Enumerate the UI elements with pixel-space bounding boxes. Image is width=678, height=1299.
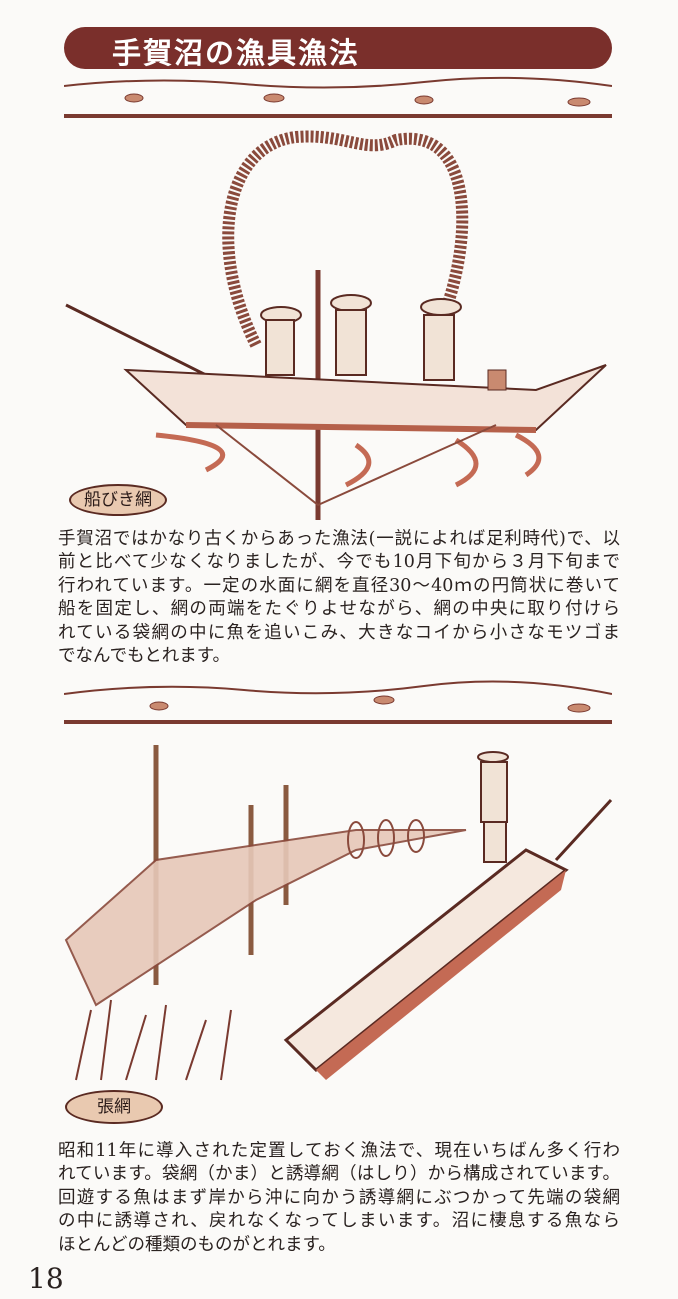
illustration-set-net (64, 745, 613, 1081)
title-banner: 手賀沼の漁具漁法 (64, 27, 612, 70)
section2-paragraph: 昭和11年に導入された定置しておく漁法で、現在いちばん多く行わ れています。袋網… (58, 1140, 620, 1257)
text-line: 行われています。一定の水面に網を直径30〜40ｍの円筒状に巻いて (58, 575, 620, 596)
text-line: 手賀沼ではかなり古くからあった漁法(一説によれば足利時代)で、以 (58, 529, 620, 549)
text-line: ほとんどの種類のものがとれます。 (58, 1234, 336, 1255)
text-line: の中に誘導され、戻れなくなってしまいます。沼に棲息する魚なら (58, 1211, 620, 1232)
text-line: れています。袋網（かま）と誘導網（はしり）から構成されています。 (58, 1164, 620, 1185)
page-number: 18 (28, 1262, 64, 1295)
shore-band-middle (64, 680, 612, 724)
section1-paragraph: 手賀沼ではかなり古くからあった漁法(一説によれば足利時代)で、以 前と比べて少な… (58, 528, 620, 668)
label-funabiki-ami: 船びき網 (69, 484, 167, 516)
text-line: 船を固定し、網の両端をたぐりよせながら、網の中央に取り付けら (58, 599, 620, 620)
page-title: 手賀沼の漁具漁法 (112, 36, 361, 70)
text-line: 昭和11年に導入された定置しておく漁法で、現在いちばん多く行わ (58, 1141, 620, 1161)
shore-band-top (64, 76, 612, 118)
text-line: れている袋網の中に魚を追いこみ、大きなコイから小さなモツゴま (58, 622, 620, 643)
label-hari-ami: 張網 (65, 1090, 163, 1124)
text-line: 回遊する魚はまず岸から沖に向かう誘導網にぶつかって先端の袋網 (58, 1187, 620, 1208)
illustration-boat-seine-net (65, 130, 607, 520)
text-line: 前と比べて少なくなりましたが、今でも10月下旬から３月下旬まで (58, 552, 620, 573)
text-line: でなんでもとれます。 (58, 646, 231, 667)
